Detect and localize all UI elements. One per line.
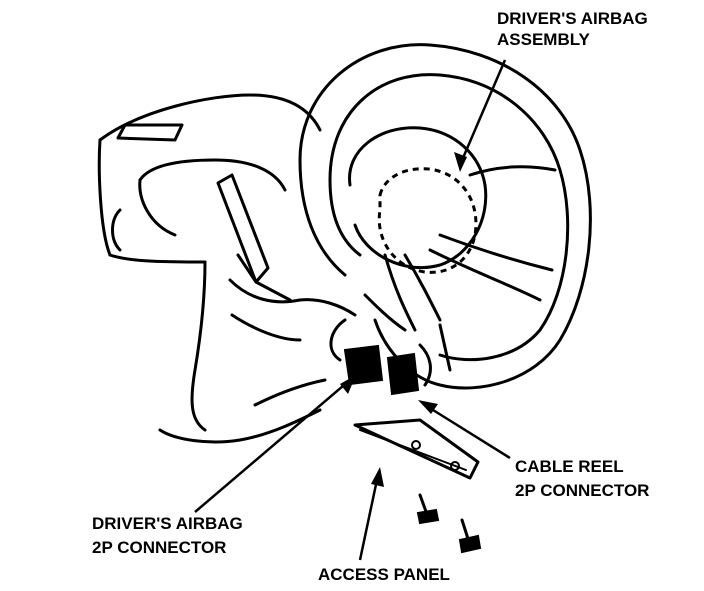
dashboard-drawing bbox=[97, 93, 357, 444]
leader-lines bbox=[194, 59, 511, 561]
connector-drawing bbox=[329, 318, 432, 396]
access-panel-drawing bbox=[353, 418, 482, 554]
steering-wheel-drawing bbox=[298, 43, 592, 390]
label-cable-reel-line2: 2P CONNECTOR bbox=[515, 481, 649, 500]
label-airbag-connector-line2: 2P CONNECTOR bbox=[92, 538, 226, 557]
label-cable-reel-line1: CABLE REEL bbox=[515, 457, 624, 476]
label-airbag-connector-line1: DRIVER'S AIRBAG bbox=[92, 514, 243, 533]
label-airbag-assembly-line2: ASSEMBLY bbox=[497, 30, 591, 49]
label-airbag-assembly-line1: DRIVER'S AIRBAG bbox=[497, 9, 648, 28]
label-access-panel: ACCESS PANEL bbox=[318, 565, 450, 584]
